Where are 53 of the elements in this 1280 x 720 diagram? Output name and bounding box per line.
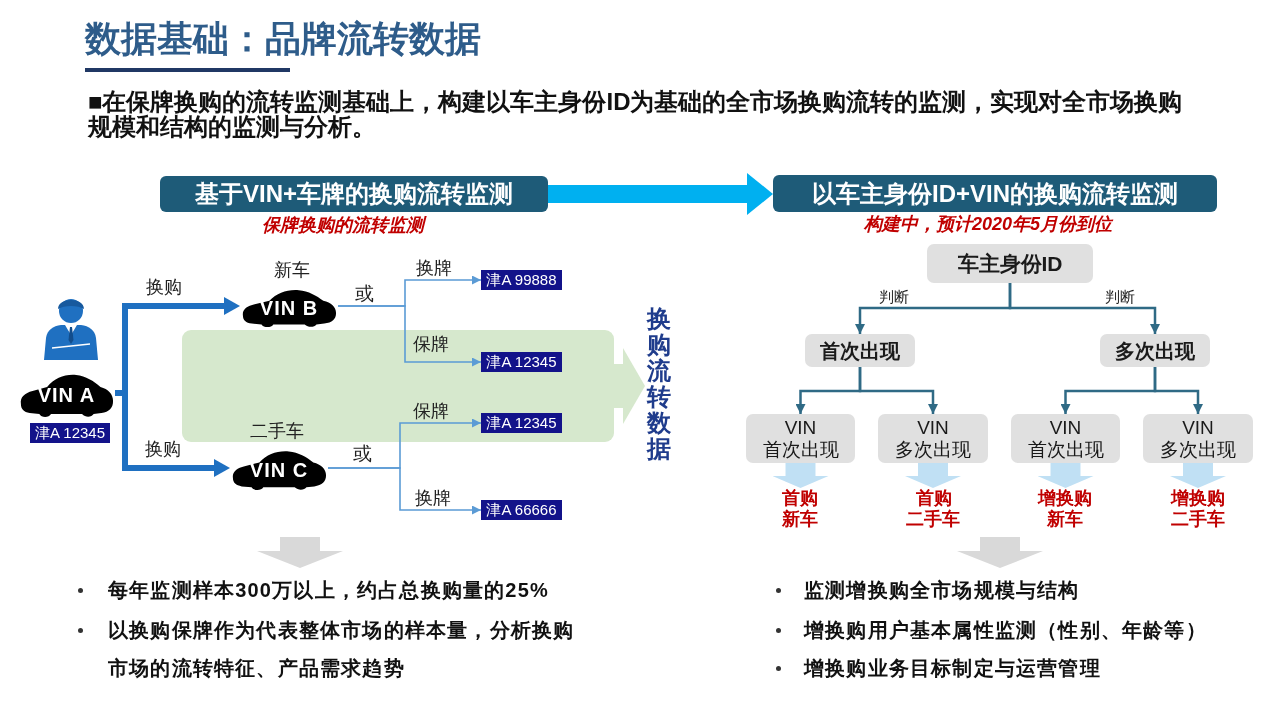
intro-text: ■在保牌换购的流转监测基础上，构建以车主身份ID为基础的全市场换购流转的监测，实现对全市场换购规模和结构的监测与分析。 — [88, 89, 1184, 139]
node-label: 新车 — [274, 260, 310, 280]
block-arrow — [957, 537, 1043, 568]
node-label: 构建中，预计2020年5月份到位 — [863, 214, 1113, 234]
category-box: VIN 多次出现 — [1143, 414, 1253, 463]
edge-label: 保牌 — [413, 334, 449, 354]
arrow — [122, 393, 230, 477]
edge-label: 保牌 — [413, 401, 449, 421]
edge-label: 换牌 — [416, 258, 452, 278]
branch-label: 或 — [352, 444, 372, 464]
node-label: 二手车 — [250, 421, 304, 441]
license-plate: 津A 99888 — [481, 270, 562, 290]
block-arrow — [1037, 463, 1094, 488]
header-banner: 以车主身份ID+VIN的换购流转监测 — [773, 175, 1217, 212]
bullet-text: 增换购用户基本属性监测（性别、年龄等） — [804, 619, 1207, 641]
license-plate: 津A 66666 — [481, 500, 562, 520]
block-arrow — [772, 463, 829, 488]
header-banner: 基于VIN+车牌的换购流转监测 — [160, 176, 548, 212]
bullet-text: 每年监测样本300万以上，约占总换购量的25% — [108, 579, 549, 601]
result-text: 首购二手车 — [905, 488, 961, 530]
highlight-band — [182, 330, 614, 442]
result-text: 增换购二手车 — [1170, 488, 1226, 530]
block-arrow — [905, 463, 961, 488]
bullet-text: 监测增换购全市场规模与结构 — [804, 579, 1080, 601]
edge-label: 判断 — [879, 287, 909, 305]
arrow — [327, 467, 482, 515]
category-box: VIN 多次出现 — [878, 414, 988, 463]
arrow — [1008, 283, 1160, 334]
license-plate: 津A 12345 — [481, 413, 562, 433]
arrow — [858, 367, 938, 414]
category-box: 车主身份ID — [927, 244, 1093, 283]
edge-label: 换牌 — [415, 488, 451, 508]
category-box: 首次出现 — [805, 334, 915, 367]
result-text: 首购新车 — [782, 488, 819, 530]
edge-label: 换购 — [145, 439, 181, 459]
result-text: 增换购新车 — [1038, 488, 1093, 530]
arrow — [1153, 367, 1203, 414]
category-box: 多次出现 — [1100, 334, 1210, 367]
title: 数据基础：品牌流转数据 — [85, 17, 481, 61]
block-arrow — [548, 173, 773, 215]
block-arrow — [614, 348, 645, 424]
edge-label: 判断 — [1105, 287, 1135, 305]
bullet-text: 增换购业务目标制定与运营管理 — [804, 657, 1101, 679]
arrow — [337, 305, 482, 367]
block-arrow — [257, 537, 343, 568]
category-box: VIN 首次出现 — [1011, 414, 1120, 463]
branch-label: 或 — [354, 284, 374, 304]
bullet-text: 以换购保牌作为代表整体市场的样本量，分析换购市场的流转特征、产品需求趋势 — [108, 618, 576, 681]
vertical-label: 换购流转数据 — [645, 306, 673, 462]
license-plate: 津A 12345 — [481, 352, 562, 372]
license-plate: 津A 12345 — [30, 423, 110, 443]
block-arrow — [1170, 463, 1226, 488]
category-box: VIN 首次出现 — [746, 414, 855, 463]
